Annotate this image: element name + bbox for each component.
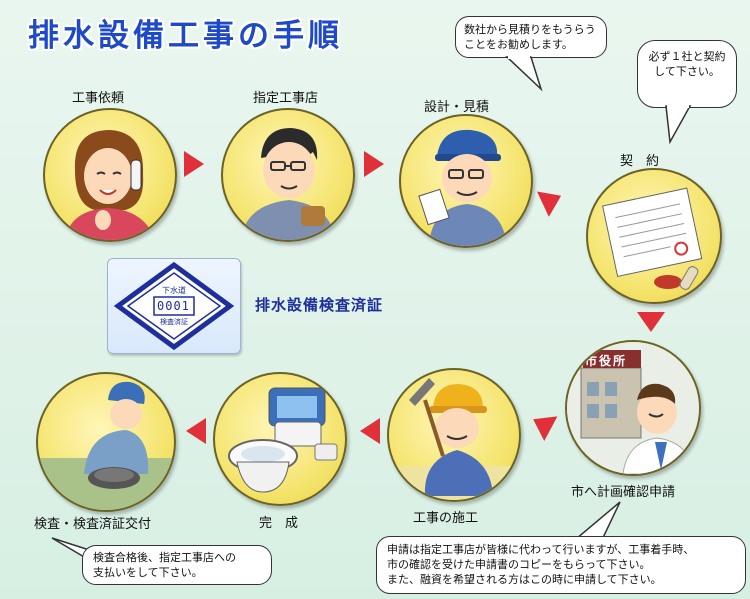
step-contractor-label: 指定工事店	[253, 91, 319, 106]
flow-arrow-right-icon	[537, 183, 567, 217]
contract-document-icon	[602, 187, 703, 290]
application-advice-bubble: 申請は指定工事店が皆様に代わって行いますが、工事着手時、 市の確認を受けた申請書…	[376, 536, 746, 594]
plate-bottom-text: 検査済証	[160, 318, 188, 326]
contract-advice-line-2: して下さい。	[654, 65, 720, 78]
plate-top-text: 下水道	[162, 286, 186, 295]
step-application-label: 市へ計画確認申請	[571, 485, 676, 500]
city-hall-icon	[567, 342, 699, 474]
inspection-certificate-badge: 下水道 0001 検査済証	[107, 258, 241, 354]
contract-advice-line-1: 必ず１社と契約	[648, 50, 726, 63]
contract-advice-bubble: 必ず１社と契約 して下さい。	[637, 40, 737, 108]
estimate-advice-line-1: 数社から見積りをもうらう	[464, 23, 596, 36]
step-design-label: 設計・見積	[424, 100, 490, 115]
contractor-worker-icon	[241, 128, 335, 240]
certificate-plate-icon	[113, 261, 235, 351]
step-construction-label: 工事の施工	[413, 511, 479, 526]
certificate-title: 排水設備検査済証	[255, 296, 384, 314]
bubble-tail-icon	[505, 56, 543, 92]
inspector-icon	[38, 381, 174, 510]
application-advice-line-2: 市の確認を受けた申請書のコピーをもらって下さい。	[387, 558, 651, 571]
bubble-tail-icon	[665, 105, 692, 145]
flow-arrow-left-icon	[526, 406, 558, 442]
step-contract-label: 契 約	[620, 154, 660, 169]
toilet-icon	[228, 387, 338, 493]
flow-arrow-down-icon	[637, 312, 665, 332]
estimate-advice-line-2: ことをお勧めします。	[464, 38, 573, 51]
step-inspection-label: 検査・検査済証交付	[34, 517, 152, 532]
estimator-worker-icon	[418, 129, 507, 246]
step-design-illustration	[399, 114, 533, 248]
flow-arrow-left-icon	[186, 418, 206, 444]
payment-advice-bubble: 検査合格後、指定工事店への 支払いをして下さい。	[82, 545, 272, 585]
plate-number-text: 0001	[157, 299, 190, 313]
step-contract-illustration	[586, 168, 722, 304]
construction-worker-icon	[389, 378, 519, 500]
step-request-label: 工事依頼	[72, 91, 125, 106]
step-completion-illustration	[213, 372, 347, 506]
step-construction-illustration	[387, 368, 521, 502]
step-request-illustration	[43, 108, 177, 242]
step-application-illustration: 市役所	[565, 340, 701, 476]
application-advice-line-1: 申請は指定工事店が皆様に代わって行いますが、工事着手時、	[387, 543, 695, 556]
step-inspection-illustration	[36, 372, 176, 512]
page-title: 排水設備工事の手順	[28, 18, 343, 54]
payment-advice-line-1: 検査合格後、指定工事店への	[93, 551, 236, 564]
step-completion-label: 完 成	[259, 516, 299, 531]
payment-advice-line-2: 支払いをして下さい。	[93, 566, 203, 579]
flow-arrow-right-icon	[184, 151, 204, 177]
estimate-advice-bubble: 数社から見積りをもうらう ことをお勧めします。	[455, 16, 607, 58]
application-advice-line-3: また、融資を希望される方はこの時に申請して下さい。	[387, 573, 662, 586]
flow-arrow-right-icon	[364, 151, 384, 177]
flow-arrow-left-icon	[360, 418, 380, 444]
city-hall-sign: 市役所	[585, 354, 628, 368]
woman-phone-icon	[65, 130, 155, 240]
step-contractor-illustration	[221, 108, 355, 242]
